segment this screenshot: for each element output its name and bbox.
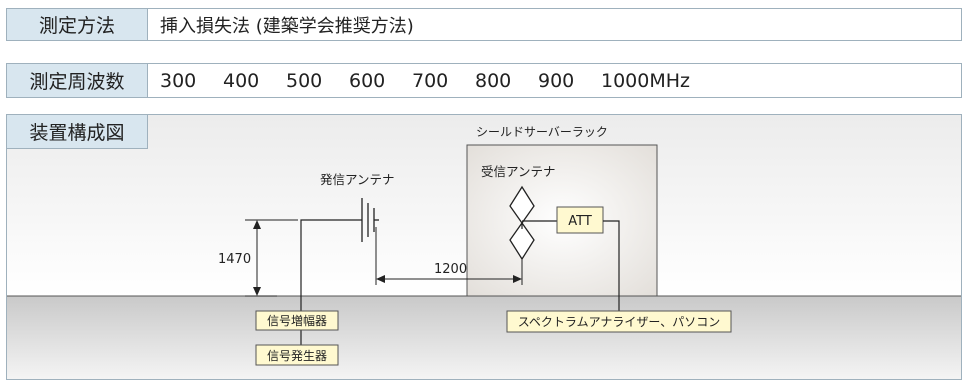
frequency-label: 測定周波数 — [7, 64, 148, 97]
att-label: ATT — [568, 214, 592, 229]
frequency-value: 700 — [412, 69, 449, 92]
frequency-values: 300 400 500 600 700 800 900 1000MHz — [148, 70, 711, 92]
att-to-analyzer-cable — [603, 220, 620, 311]
amp-box — [255, 310, 339, 331]
diagram-label: 装置構成図 — [7, 115, 148, 149]
method-label: 測定方法 — [7, 9, 148, 40]
method-value: 挿入損失法 (建築学会推奨方法) — [160, 15, 414, 37]
frequency-value: 900 — [538, 69, 575, 92]
tx-cable — [300, 219, 362, 311]
floor — [7, 296, 961, 379]
setup-diagram: シールドサーバーラック 発信アンテナ 1470 120 — [6, 114, 962, 380]
tx-antenna-label: 発信アンテナ — [320, 172, 395, 187]
amp-label: 信号増幅器 — [267, 313, 327, 328]
shield-room-label: シールドサーバーラック — [476, 125, 608, 139]
analyzer-box — [506, 310, 732, 333]
diagram-canvas: シールドサーバーラック 発信アンテナ 1470 120 — [7, 115, 961, 379]
frequency-value: 600 — [349, 69, 386, 92]
frequency-row: 測定周波数 300 400 500 600 700 800 900 1000MH… — [6, 63, 962, 98]
gen-label: 信号発生器 — [267, 349, 327, 363]
gen-box — [255, 344, 339, 366]
frequency-value: 500 — [286, 69, 323, 92]
frequency-value: 400 — [223, 69, 260, 92]
att-box — [556, 206, 604, 234]
distance-dimension — [375, 227, 523, 285]
frequency-value: 800 — [475, 69, 512, 92]
method-row: 測定方法 挿入損失法 (建築学会推奨方法) — [6, 8, 962, 41]
height-dimension-value: 1470 — [218, 252, 251, 267]
frequency-value: 1000MHz — [601, 69, 691, 92]
analyzer-label: スペクトラムアナライザー、パソコン — [518, 315, 720, 329]
distance-dimension-value: 1200 — [434, 262, 467, 277]
rx-antenna-label: 受信アンテナ — [481, 164, 556, 179]
frequency-value: 300 — [160, 69, 197, 92]
height-dimension — [245, 219, 298, 297]
rx-antenna-icon — [509, 185, 535, 261]
